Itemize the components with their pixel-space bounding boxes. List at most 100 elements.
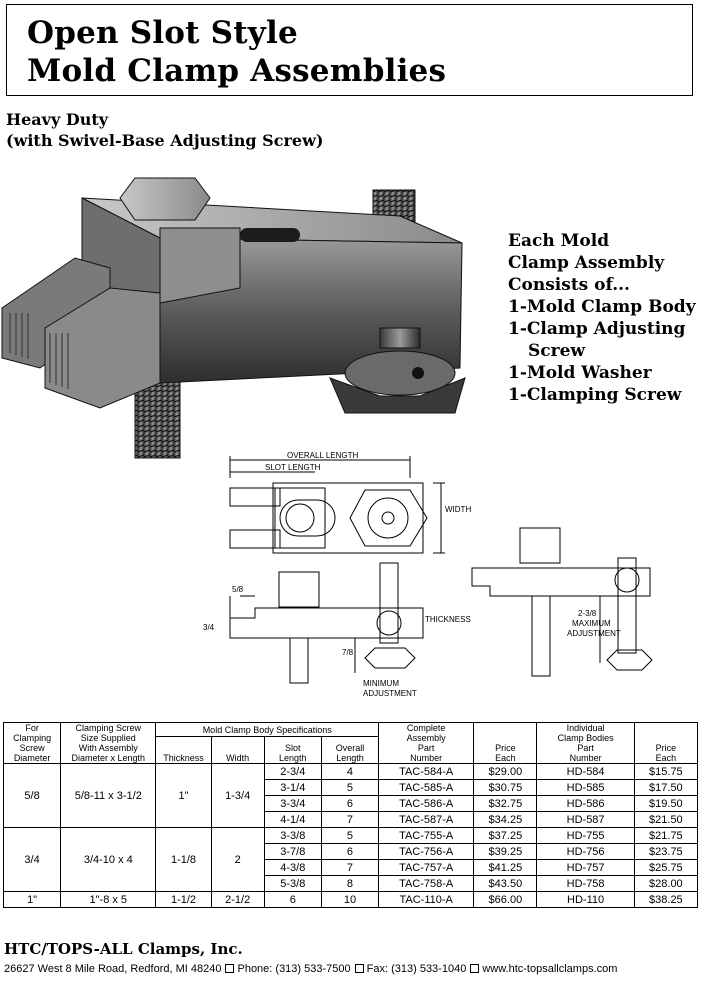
dimension-diagrams: OVERALL LENGTH SLOT LENGTH WIDTH 5/8 3/4… [203,451,653,698]
cell-price: $37.25 [473,827,538,844]
cell-screw-size: 1"-8 x 5 [60,891,157,908]
component-item: 1-Clamp Adjusting [508,319,686,339]
address-text: 26627 West 8 Mile Road, Redford, MI 4824… [4,963,222,975]
component-item: 1-Clamping Screw [508,385,682,405]
side-view-diagram: 5/8 3/4 THICKNESS 7/8 MINIMUM ADJUSTMENT [203,562,471,698]
table-row: 5-3/8 8 TAC-758-A $43.50 HD-758 $28.00 [4,875,699,892]
table-row: 3-3/4 6 TAC-586-A $32.75 HD-586 $19.50 [4,795,699,812]
cell-body-part: HD-586 [536,795,635,812]
cell-body-price: $21.50 [633,811,699,828]
cell-price: $39.25 [473,843,538,860]
thickness-label: THICKNESS [425,615,471,624]
cell-slot: 3-1/4 [263,779,322,796]
cell-price: $43.50 [473,875,538,892]
table-row: 3-1/4 5 TAC-585-A $30.75 HD-585 $17.50 [4,779,699,796]
components-heading-2: Clamp Assembly [508,253,665,273]
cell-price: $34.25 [473,811,538,828]
cell-body-price: $25.75 [633,859,699,876]
cell-body-part: HD-757 [536,859,635,876]
cell-slot: 2-3/4 [263,763,322,780]
subtitle-line-2: (with Swivel-Base Adjusting Screw) [6,131,324,150]
components-heading-3: Consists of... [508,275,630,295]
header-body-specs: Mold Clamp Body Specifications [155,721,380,738]
cell-body-price: $38.25 [633,891,699,908]
maximum-adjustment-label-2: ADJUSTMENT [567,629,621,638]
cell-diameter: 1" [2,891,62,908]
cell-part: TAC-110-A [378,891,475,908]
cell-body-part: HD-587 [536,811,635,828]
cell-part: TAC-585-A [378,779,475,796]
cell-body-price: $21.75 [633,827,699,844]
dim-7-8-label: 7/8 [342,648,354,657]
table-row: 3/4 3/4-10 x 4 1-1/8 2 3-3/8 5 TAC-755-A… [2,827,699,892]
cell-screw-size: 3/4-10 x 4 [60,827,157,892]
separator-box-icon [470,964,480,973]
minimum-adjustment-label-2: ADJUSTMENT [363,689,417,698]
separator-box-icon [225,964,235,973]
page-title-line-2: Mold Clamp Assemblies [27,53,447,89]
cell-part: TAC-757-A [378,859,475,876]
cell-body-price: $23.75 [633,843,699,860]
cell-body-part: HD-585 [536,779,635,796]
cell-thickness: 1-1/8 [155,827,212,892]
hex-nut-shape [119,177,211,221]
phone-text: Phone: (313) 533-7500 [237,963,351,975]
cell-slot: 4-1/4 [263,811,322,828]
page-title-line-1: Open Slot Style [27,15,298,51]
cell-price: $41.25 [473,859,538,876]
title-box: Open Slot Style Mold Clamp Assemblies [6,4,693,96]
cell-price: $29.00 [473,763,538,780]
cell-overall: 7 [320,811,380,828]
cell-body-part: HD-755 [536,827,635,844]
dim-3-4-label: 3/4 [203,623,215,632]
website-link[interactable]: www.htc-topsallclamps.com [482,963,618,975]
component-item: 1-Mold Washer [508,363,652,383]
cell-thickness: 1" [155,763,212,828]
cell-part: TAC-584-A [378,763,475,780]
cell-body-price: $17.50 [633,779,699,796]
cell-slot: 4-3/8 [263,859,322,876]
cell-price: $32.75 [473,795,538,812]
cell-part: TAC-758-A [378,875,475,892]
swivel-base-shape [344,350,456,396]
cell-overall: 8 [320,875,380,892]
cell-slot: 3-7/8 [263,843,322,860]
cell-width: 1-3/4 [210,763,265,828]
components-list: Each Mold Clamp Assembly Consists of... … [508,230,696,406]
clamp-product-photo [1,177,466,459]
cell-body-price: $15.75 [633,763,699,780]
header-thickness: Thickness [155,736,212,764]
cell-part: TAC-587-A [378,811,475,828]
cell-diameter: 5/8 [2,763,62,828]
component-item: Screw [528,341,586,361]
cell-screw-size: 5/8-11 x 3-1/2 [60,763,157,828]
cell-price: $30.75 [473,779,538,796]
cell-slot: 5-3/8 [263,875,322,892]
cell-width: 2 [210,827,265,892]
cell-part: TAC-756-A [378,843,475,860]
cell-overall: 7 [320,859,380,876]
table-row: 4-1/4 7 TAC-587-A $34.25 HD-587 $21.50 [4,811,699,828]
table-row: 3-7/8 6 TAC-756-A $39.25 HD-756 $23.75 [4,843,699,860]
dim-2-3-8-label: 2-3/8 [578,609,597,618]
components-heading-1: Each Mold [508,231,610,251]
fax-text: Fax: (313) 533-1040 [366,963,467,975]
max-adjustment-view-diagram: 2-3/8 MAXIMUM ADJUSTMENT [471,527,653,677]
cell-body-part: HD-584 [536,763,635,780]
cell-body-part: HD-758 [536,875,635,892]
subtitle-line-1: Heavy Duty [6,110,109,129]
cell-slot: 3-3/8 [263,827,322,844]
contact-line: 26627 West 8 Mile Road, Redford, MI 4824… [4,963,617,975]
overall-length-label: OVERALL LENGTH [287,451,359,460]
dim-5-8-label: 5/8 [232,585,244,594]
separator-box-icon [354,964,364,973]
cell-slot: 6 [263,891,322,908]
cell-diameter: 3/4 [2,827,62,892]
cell-price: $66.00 [473,891,538,908]
table-row: 5/8 5/8-11 x 3-1/2 1" 1-3/4 2-3/4 4 TAC-… [2,763,699,828]
header-width: Width [210,736,265,764]
